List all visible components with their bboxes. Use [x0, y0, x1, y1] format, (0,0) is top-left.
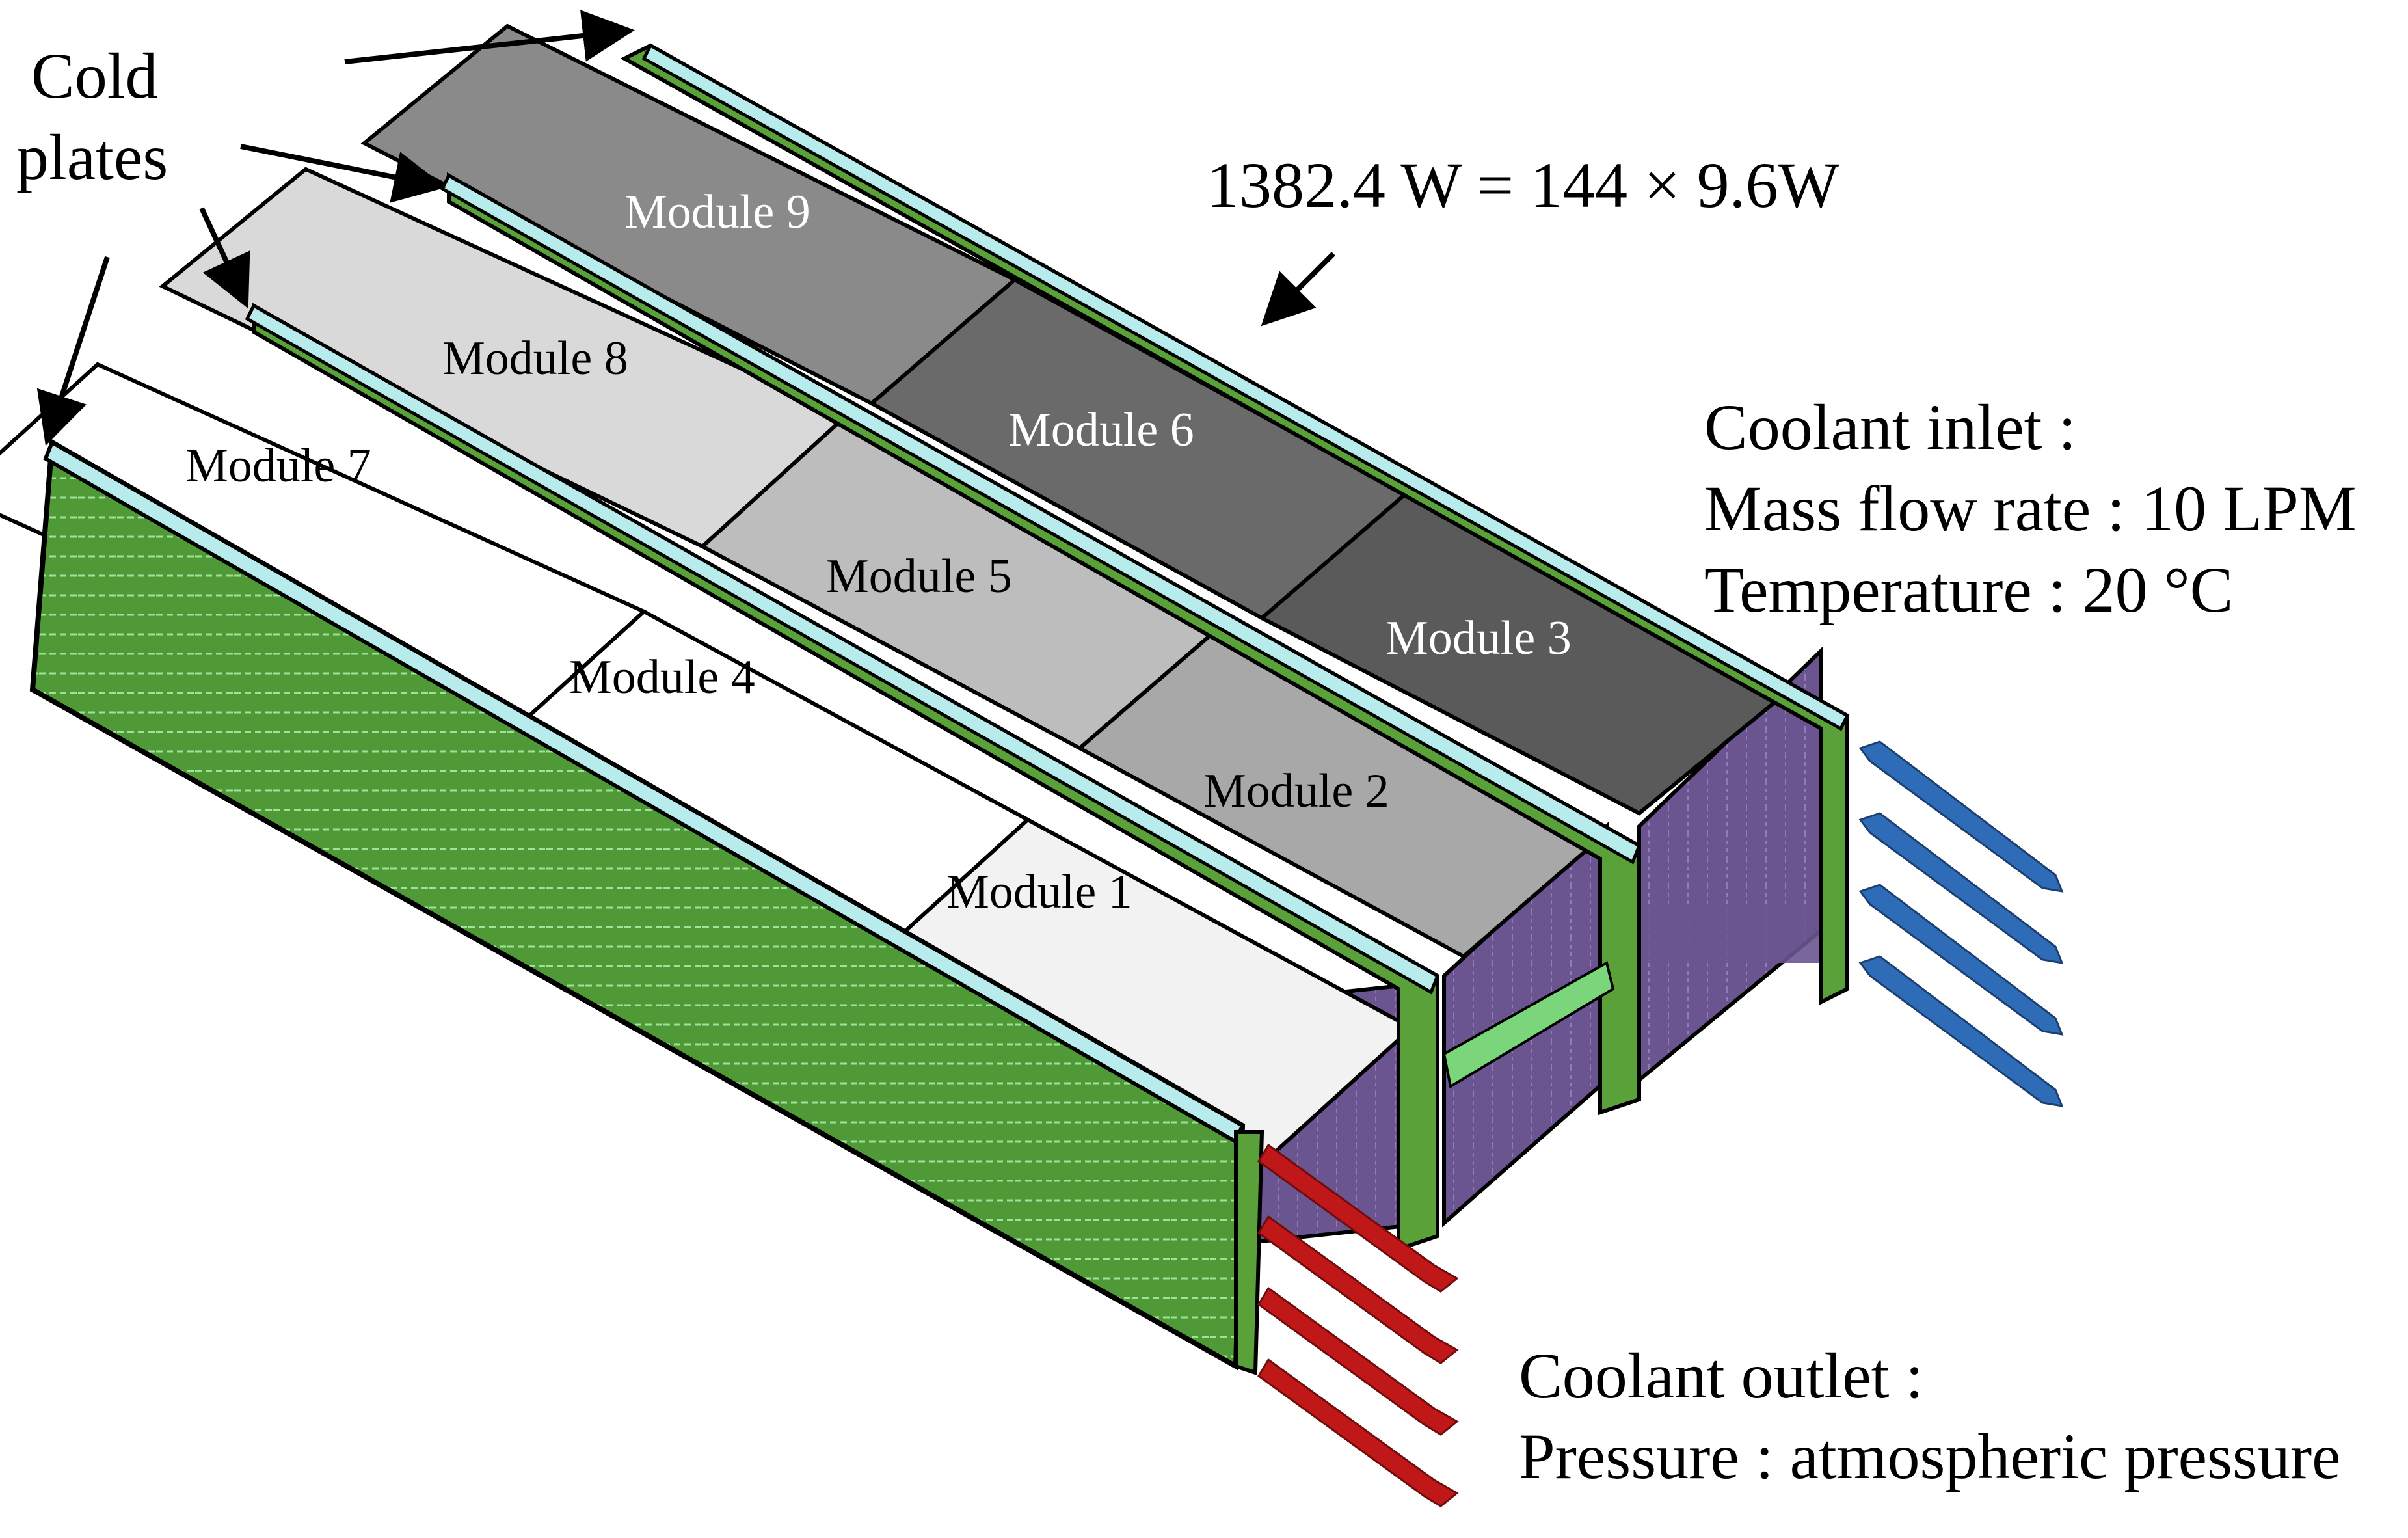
coolant-inlet-title: Coolant inlet : — [1704, 391, 2076, 463]
coolant-outlet-title: Coolant outlet : — [1519, 1340, 1923, 1412]
module-5-label: Module 5 — [826, 550, 1012, 603]
cold-plate-arrow-1 — [344, 10, 635, 64]
cold-plate-arrow-4 — [36, 256, 110, 446]
cold-plate-arrow-3 — [199, 207, 250, 309]
module-labels: Module 9 Module 8 Module 6 Module 7 Modu… — [185, 185, 1572, 919]
outlet-pressure-label: Pressure : atmospheric pressure — [1519, 1420, 2341, 1492]
module-1-label: Module 1 — [946, 865, 1132, 919]
heat-load-label: 1382.4 W = 144 × 9.6W — [1207, 149, 1840, 221]
coolant-outlet-arrows — [1257, 1143, 1459, 1507]
callout-arrows — [36, 10, 1335, 446]
module-2-label: Module 2 — [1203, 764, 1389, 818]
cold-plates-label-line-2: plates — [16, 121, 168, 193]
module-8-label: Module 8 — [442, 332, 628, 385]
cold-plates-label-line-1: Cold — [31, 40, 157, 112]
module-3-label: Module 3 — [1385, 612, 1572, 665]
coolant-inlet-arrows — [1858, 740, 2064, 1107]
module-4-label: Module 4 — [569, 651, 755, 704]
module-top-faces — [0, 23, 1786, 1161]
cold-plates — [29, 43, 1850, 1376]
module-6-label: Module 6 — [1008, 403, 1194, 457]
mass-flow-rate-label: Mass flow rate : 10 LPM — [1704, 472, 2357, 545]
module-9-label: Module 9 — [624, 185, 810, 239]
module-7-label: Module 7 — [185, 439, 371, 492]
inlet-temperature-label: Temperature : 20 °C — [1704, 554, 2233, 626]
coolant-connector-pipe — [1442, 960, 1615, 1089]
annotations: Cold plates 1382.4 W = 144 × 9.6W Coolan… — [16, 40, 2357, 1492]
power-arrow — [1261, 252, 1335, 327]
cold-plate-arrow-2 — [240, 144, 446, 203]
